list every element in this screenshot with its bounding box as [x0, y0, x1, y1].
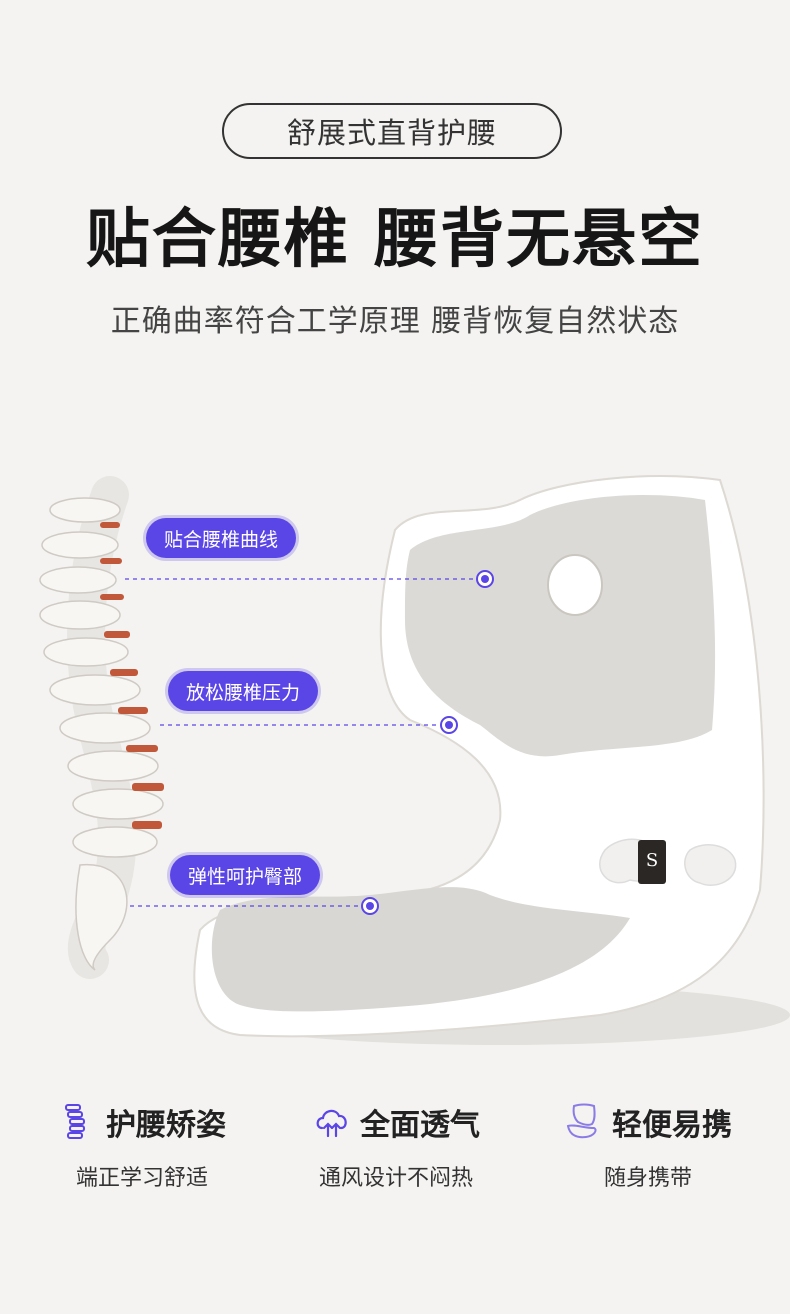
spine-icon: [65, 1104, 85, 1139]
feature-posture-title: 护腰矫姿: [106, 1108, 226, 1143]
page-headline: 贴合腰椎 腰背无悬空: [85, 203, 705, 277]
feature-breathable: 全面透气 通风设计不闷热: [276, 1100, 516, 1192]
seat-icon: [566, 1103, 597, 1139]
callout-lumbar-fit: 贴合腰椎曲线: [146, 518, 297, 558]
airflow-icon: [316, 1109, 347, 1138]
feature-breathable-subtitle: 通风设计不闷热: [318, 1166, 473, 1191]
brand-logo-icon: S: [646, 850, 658, 871]
spine-illustration: [39, 476, 164, 979]
product-tag-pill: 舒展式直背护腰: [222, 103, 562, 159]
feature-posture: 护腰矫姿 端正学习舒适: [22, 1100, 262, 1192]
page-subheadline: 正确曲率符合工学原理 腰背恢复自然状态: [110, 304, 680, 339]
hotspot-markers: [361, 570, 494, 915]
cushion-illustration: S: [193, 475, 765, 1038]
product-illustration: S 贴合腰椎曲线 放松腰椎压力 弹性呵护臀部: [0, 440, 790, 1060]
callout-hip-support: 弹性呵护臀部: [170, 855, 321, 895]
feature-portable: 轻便易携 随身携带: [528, 1100, 768, 1192]
feature-portable-subtitle: 随身携带: [603, 1166, 692, 1191]
feature-portable-title: 轻便易携: [612, 1108, 732, 1143]
callout-relieve-pressure: 放松腰椎压力: [168, 671, 319, 711]
spine-and-cushion-graphic: S: [39, 475, 790, 1045]
feature-breathable-title: 全面透气: [360, 1108, 480, 1143]
feature-posture-subtitle: 端正学习舒适: [75, 1166, 208, 1191]
